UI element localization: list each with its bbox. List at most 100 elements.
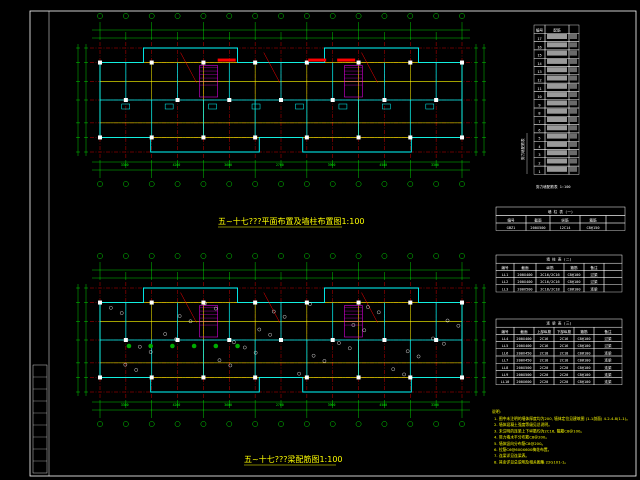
beam-mark: [148, 350, 153, 354]
note-line: 1. 图中未注明的墙体厚度均为200, 墙体定位见建筑图 (1-1剖面) 4.2…: [494, 416, 630, 421]
table-cell-text: 12C14: [560, 226, 571, 230]
note-line: 2. 墙体混凝土强度等级见总说明。: [494, 422, 552, 427]
axis-bubble: [381, 181, 388, 187]
opening-tag: [295, 103, 304, 110]
column: [253, 135, 258, 140]
axis-bubble: [174, 421, 181, 427]
table-cell-text: C8@100: [578, 351, 591, 355]
table-cell-text: LL5: [502, 344, 509, 348]
table-cell-text: 200X400: [517, 273, 532, 277]
column: [434, 98, 439, 102]
leader-line: [361, 52, 378, 83]
table-cell-text: 200X400: [516, 344, 531, 348]
table-value-block: [568, 92, 577, 98]
column: [201, 135, 206, 140]
table-value-block: [547, 92, 567, 98]
axis-bubble: [407, 253, 414, 259]
axis-bubble: [355, 181, 362, 187]
dimension-value: 4500: [379, 403, 387, 407]
leader-line: [180, 292, 197, 323]
table-value-block: [568, 125, 577, 131]
column: [460, 135, 464, 140]
table-cell-text: 8: [538, 112, 540, 116]
column: [279, 338, 283, 342]
beam-mark: [405, 349, 410, 354]
table-value-block: [547, 117, 567, 122]
leader-line: [263, 52, 280, 83]
column: [201, 375, 206, 380]
column: [149, 375, 154, 380]
axis-bubble: [433, 421, 439, 427]
plan-bottom-title: 五~十七???梁配筋图1:100: [244, 454, 343, 464]
table-title: 连 梁 表 (三): [546, 321, 571, 326]
axis-bubble: [278, 253, 284, 259]
table-cell-text: 200X450: [516, 351, 531, 355]
beam-mark: [119, 311, 124, 315]
axis-bubble: [459, 13, 465, 19]
table-cell-text: 9: [538, 103, 540, 107]
axis-bubble: [252, 421, 258, 427]
table-cell-text: 200X500: [530, 226, 545, 230]
opening-tag: [121, 103, 130, 110]
axis-bubble: [355, 421, 362, 427]
table-cell-text: 2C16: [560, 337, 569, 341]
table-cell-text: 2C16: [540, 337, 549, 341]
axis-bubble: [226, 181, 233, 187]
table-cell-text: 2C20: [560, 380, 569, 384]
axis-bubble: [278, 181, 284, 187]
table-value-block: [547, 58, 567, 64]
table-cell-text: 1: [538, 170, 540, 174]
table-caption: 剪力墙配筋表 1:100: [536, 184, 571, 189]
axis-bubble: [174, 13, 181, 19]
axis-bubble: [433, 181, 439, 187]
beam-mark: [232, 340, 236, 345]
note-line: 6. 拉筋C6@600X600梅花布置。: [494, 447, 551, 452]
table-cell-text: C8@100: [578, 380, 591, 384]
beam-mark: [445, 318, 450, 323]
table-cell-text: LL9: [502, 373, 509, 377]
table-value-block: [568, 83, 577, 89]
stair-core: [199, 305, 218, 338]
opening-tag: [164, 103, 174, 110]
axis-bubble: [97, 253, 103, 259]
axis-bubble: [355, 253, 362, 259]
axis-bubble: [459, 253, 465, 259]
axis-bubble: [252, 13, 258, 19]
table-cell-text: 11: [537, 87, 541, 91]
axis-bubble: [97, 181, 103, 187]
column: [408, 300, 413, 305]
table-cell-text: 200X500: [517, 287, 532, 291]
dimension-value: 3300: [431, 403, 439, 407]
lintel-highlight: [337, 58, 356, 62]
table-cell-text: GBZ1: [507, 226, 516, 230]
table-value-block: [568, 42, 577, 48]
table-value-block: [568, 50, 577, 56]
table-cell-text: 2C20: [540, 366, 549, 370]
axis-bubble: [226, 253, 233, 259]
note-line: 8. 其余详见总说明及相关图集 22G101-1。: [494, 459, 568, 464]
table-cell: [605, 215, 626, 224]
column: [279, 98, 283, 102]
column: [304, 300, 309, 305]
table-cell-text: LL4: [502, 337, 509, 341]
title-strip: [32, 364, 48, 474]
column: [227, 338, 232, 342]
table-header-text: 备注: [604, 329, 612, 334]
dimension-value: 3900: [328, 403, 336, 407]
axis-bubble: [433, 13, 439, 19]
table-cell-text: 2C18: [560, 351, 569, 355]
column: [201, 60, 206, 65]
dimension-value: 3300: [121, 403, 129, 407]
table-title: 墙 柱 表 (二): [546, 257, 571, 262]
table-header-text: 配筋: [553, 28, 561, 33]
column: [330, 98, 335, 102]
table-value-block: [568, 75, 577, 81]
axis-bubble: [148, 13, 155, 19]
slab-mark: [191, 343, 197, 349]
beam-mark: [134, 368, 138, 372]
table-cell: [605, 222, 626, 231]
table-cell-text: 200X500: [516, 373, 531, 377]
dimension-value: 2700: [276, 403, 284, 407]
